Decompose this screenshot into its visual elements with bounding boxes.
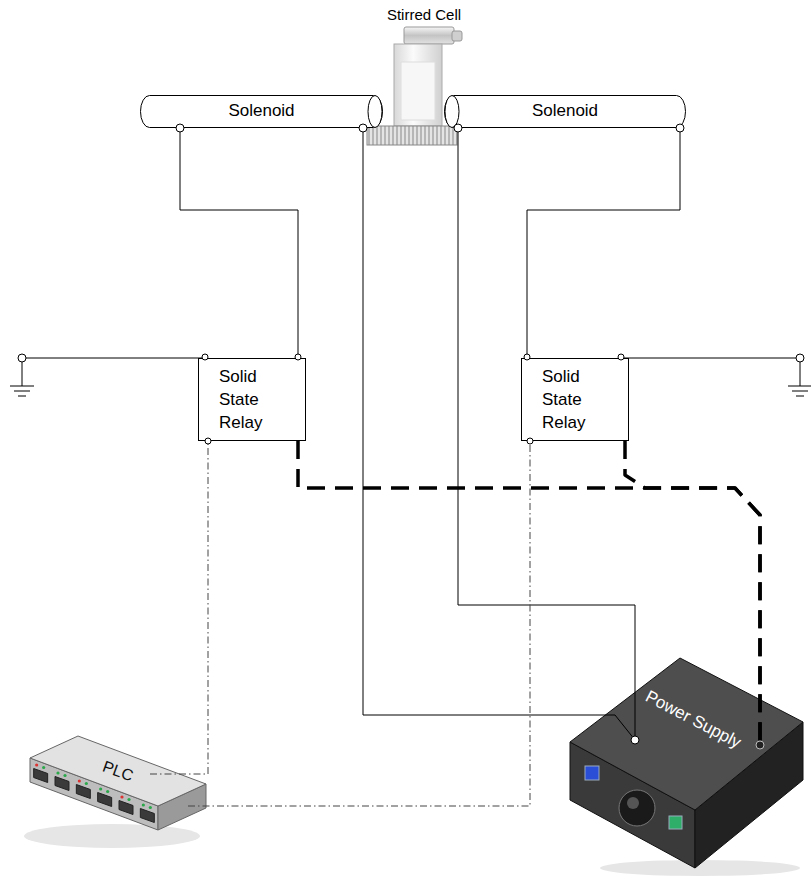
node-label: Solenoid	[228, 101, 294, 121]
terminal	[176, 124, 184, 132]
power-supply-device: Power Supply	[565, 650, 805, 872]
wire-connector	[363, 128, 635, 740]
terminal	[18, 124, 804, 749]
ground-wire	[10, 358, 811, 396]
solenoid-coil: Solenoid	[140, 95, 383, 128]
solenoid-coil-outline	[141, 96, 383, 128]
terminal	[676, 124, 684, 132]
power-supply-device-outline	[585, 766, 599, 780]
plc-device-outline	[99, 787, 102, 790]
terminal	[796, 354, 804, 362]
plc-device-outline	[98, 793, 112, 807]
plc-device-outline	[55, 777, 69, 791]
terminal	[205, 438, 211, 444]
plc-device-outline	[30, 736, 206, 806]
signal-connector	[188, 441, 530, 806]
terminal	[18, 354, 26, 362]
signal-connector	[150, 441, 208, 774]
solenoid-coil-outline	[445, 96, 686, 128]
plc-device-outline	[119, 801, 133, 815]
wire-connector	[180, 128, 298, 358]
plc-device-outline	[85, 782, 88, 785]
stirred-cell-icon	[394, 44, 442, 126]
ground-wire	[10, 386, 34, 387]
stirred-cell-icon	[367, 126, 457, 145]
ground-wire	[22, 362, 23, 386]
power-supply-device-outline	[669, 816, 682, 829]
solenoid-coil-outline	[368, 96, 382, 128]
node-label: Solid State Relay	[542, 365, 602, 434]
terminal	[756, 741, 764, 749]
wire-connector	[527, 128, 680, 358]
relay-box: Solid State Relay	[521, 358, 629, 441]
ground-wire	[796, 396, 804, 397]
node-label: Stirred Cell	[360, 6, 488, 24]
stirred-cell-icon	[401, 62, 435, 120]
solenoid-coil-outline	[445, 96, 459, 128]
relay-box: Solid State Relay	[198, 358, 306, 441]
terminal	[454, 124, 462, 132]
power-supply-device-outline	[565, 650, 805, 872]
ground-wire	[788, 386, 811, 387]
plc-device: PLC	[28, 718, 208, 836]
power-supply-device-outline	[570, 658, 803, 810]
power-connector	[298, 441, 760, 745]
plc-device-outline	[106, 790, 109, 793]
ground-wire	[26, 358, 203, 359]
equipment-label: Stirred Cell	[360, 6, 488, 28]
terminal	[631, 736, 639, 744]
plc-device-outline	[140, 809, 154, 823]
node-label: Solenoid	[532, 101, 598, 121]
plc-device-outline	[56, 771, 59, 774]
wire-connector	[458, 128, 635, 740]
plc-device-outline	[63, 774, 66, 777]
ground-wire	[792, 391, 808, 392]
plc-device-outline	[35, 763, 38, 766]
ground-wire	[800, 362, 801, 386]
terminal	[295, 354, 301, 360]
terminal	[527, 438, 533, 444]
plc-device-outline	[149, 806, 152, 809]
plc-device-outline	[78, 779, 81, 782]
device-shadow	[24, 824, 200, 848]
stirred-cell-icon	[452, 31, 462, 41]
node-label: Solid State Relay	[219, 365, 279, 434]
power-supply-device-outline	[619, 790, 655, 826]
ground-wire	[14, 391, 30, 392]
power-connector	[625, 441, 760, 745]
terminal	[202, 354, 208, 360]
stirred-cell-icon	[367, 27, 462, 145]
solenoid-coil: Solenoid	[444, 95, 686, 128]
plc-device-outline	[76, 785, 90, 799]
plc-device-outline	[120, 795, 123, 798]
ground-wire	[623, 358, 796, 359]
plc-device-outline	[142, 803, 145, 806]
ground-wire	[18, 396, 26, 397]
terminal	[524, 354, 530, 360]
terminal	[359, 124, 367, 132]
plc-device-outline	[42, 766, 45, 769]
stirred-cell-icon	[404, 27, 454, 44]
plc-device-outline	[127, 798, 130, 801]
plc-device-outline	[34, 769, 48, 783]
terminal	[618, 354, 624, 360]
power-supply-device-outline	[627, 797, 639, 809]
